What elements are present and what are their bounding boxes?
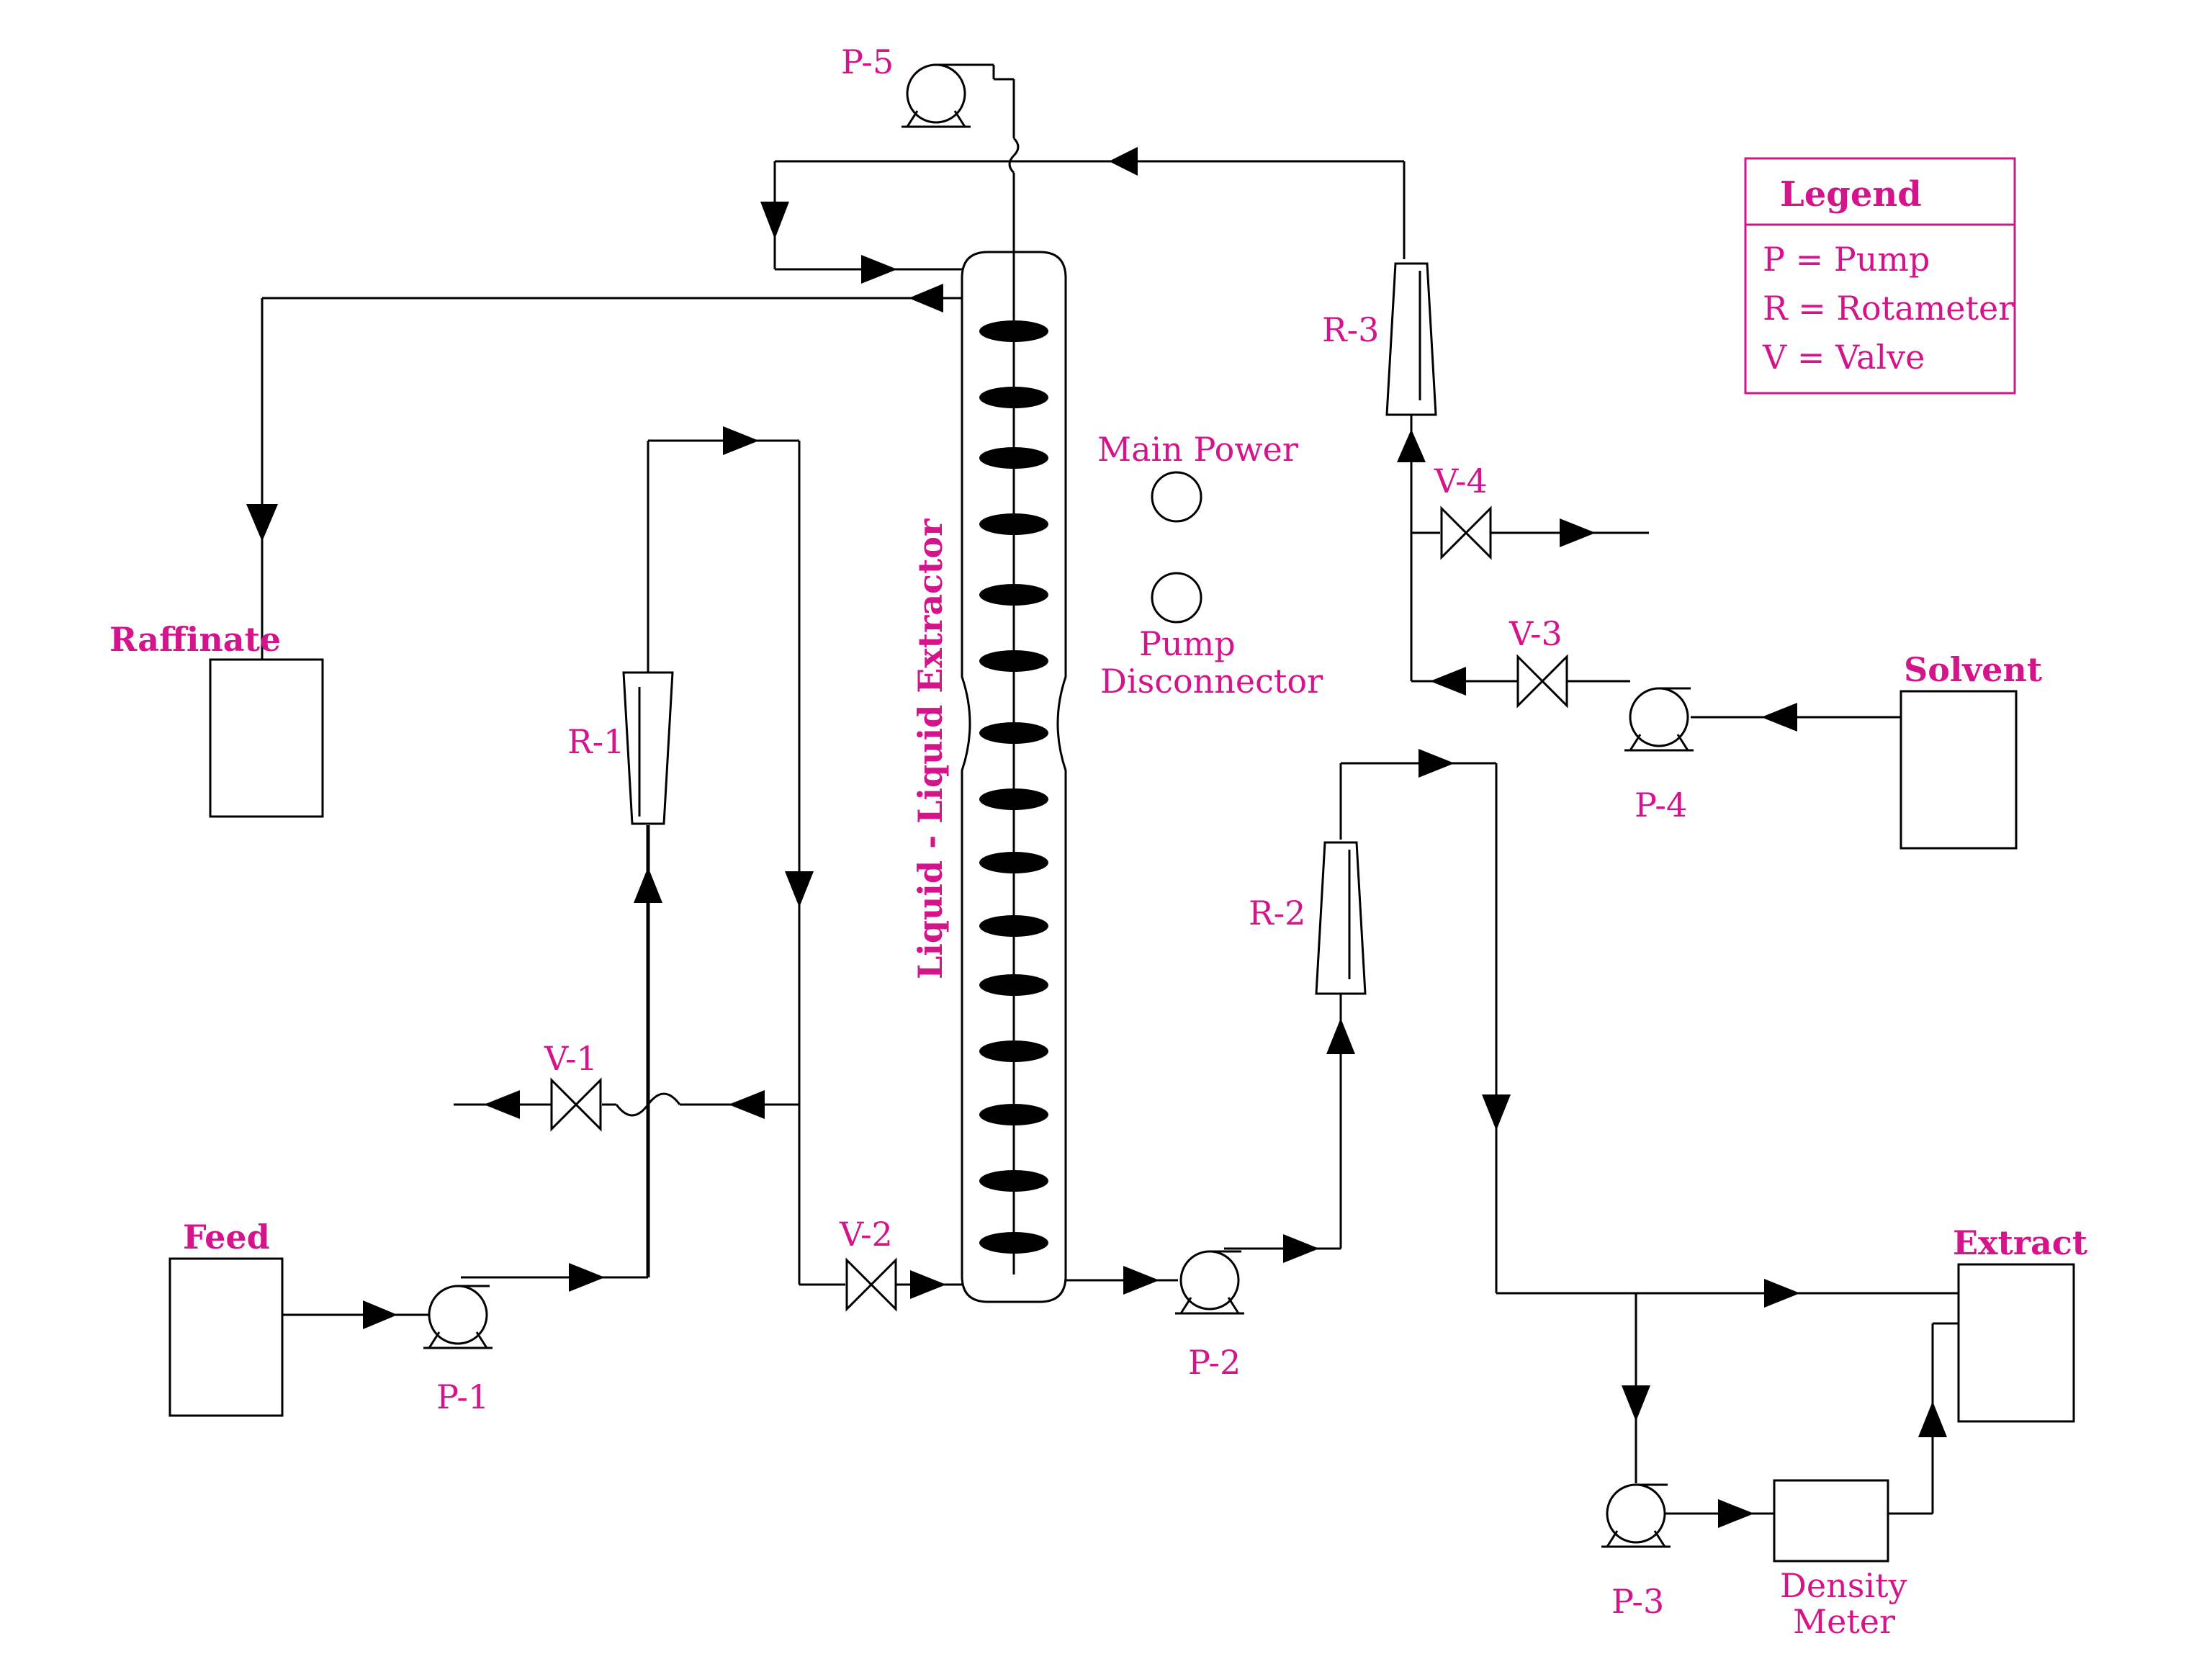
- rotameter-r3-label: R-3: [1322, 310, 1379, 349]
- rotameter-r3: [1385, 262, 1437, 416]
- pump-p5[interactable]: [900, 63, 972, 128]
- valve-v4-label: V-4: [1434, 462, 1488, 500]
- pump-p5-label: P-5: [841, 42, 894, 81]
- p5-line: [965, 63, 1020, 252]
- legend-item-valve: V = Valve: [1762, 338, 1925, 377]
- feed-tank[interactable]: [168, 1257, 284, 1417]
- raffinate-line: [246, 284, 962, 660]
- valve-v2-label: V-2: [839, 1215, 893, 1254]
- pump-disconnector-label-line2: Disconnector: [1100, 662, 1323, 701]
- extract-tank[interactable]: [1957, 1263, 2075, 1423]
- pump-p4[interactable]: [1623, 687, 1695, 752]
- feed-tank-label: Feed: [183, 1218, 270, 1256]
- solvent-line: [1397, 415, 1901, 732]
- pump-p3[interactable]: [1600, 1483, 1672, 1548]
- pump-disconnector-button[interactable]: [1151, 572, 1202, 624]
- valve-v3-label: V-3: [1509, 614, 1563, 653]
- raffinate-tank[interactable]: [209, 658, 324, 818]
- extraction-column: Liquid - Liquid Extractor: [911, 251, 1067, 1303]
- column-title: Liquid - Liquid Extractor: [911, 518, 950, 979]
- valve-v1-label: V-1: [544, 1039, 598, 1078]
- main-power-button[interactable]: [1151, 471, 1202, 523]
- valve-v4[interactable]: [1440, 507, 1492, 559]
- main-power-label: Main Power: [1097, 430, 1298, 469]
- pump-p1-label: P-1: [436, 1377, 489, 1416]
- valve-v3[interactable]: [1516, 655, 1568, 707]
- density-meter-label-line2: Meter: [1793, 1602, 1895, 1641]
- rotameter-r2-label: R-2: [1249, 894, 1305, 932]
- valve-v1[interactable]: [550, 1079, 602, 1130]
- raffinate-tank-label: Raffinate: [109, 620, 281, 659]
- top-recycle-line: [760, 147, 1406, 284]
- pump-p2[interactable]: [1174, 1250, 1246, 1315]
- rotameter-r1-label: R-1: [567, 722, 624, 761]
- legend-item-pump: P = Pump: [1763, 240, 1930, 279]
- pump-p2-label: P-2: [1188, 1343, 1241, 1382]
- pump-disconnector-label-line1: Pump: [1139, 624, 1236, 663]
- legend: Legend P = Pump R = Rotameter V = Valve: [1744, 157, 2016, 395]
- density-meter: [1773, 1479, 1889, 1563]
- extract-line: [1066, 749, 1959, 1528]
- pump-p4-label: P-4: [1635, 786, 1687, 824]
- solvent-tank-label: Solvent: [1904, 650, 2043, 689]
- rotameter-r2: [1315, 841, 1367, 995]
- pump-p1[interactable]: [422, 1285, 494, 1349]
- valve-v2[interactable]: [845, 1259, 897, 1310]
- solvent-tank[interactable]: [1899, 690, 2018, 850]
- legend-title: Legend: [1780, 174, 1922, 215]
- pump-p3-label: P-3: [1611, 1582, 1664, 1621]
- extract-tank-label: Extract: [1953, 1223, 2088, 1262]
- density-meter-label-line1: Density: [1780, 1566, 1907, 1605]
- feed-line: [282, 426, 962, 1329]
- rotameter-r1: [622, 671, 674, 825]
- legend-item-rotameter: R = Rotameter: [1763, 289, 2014, 328]
